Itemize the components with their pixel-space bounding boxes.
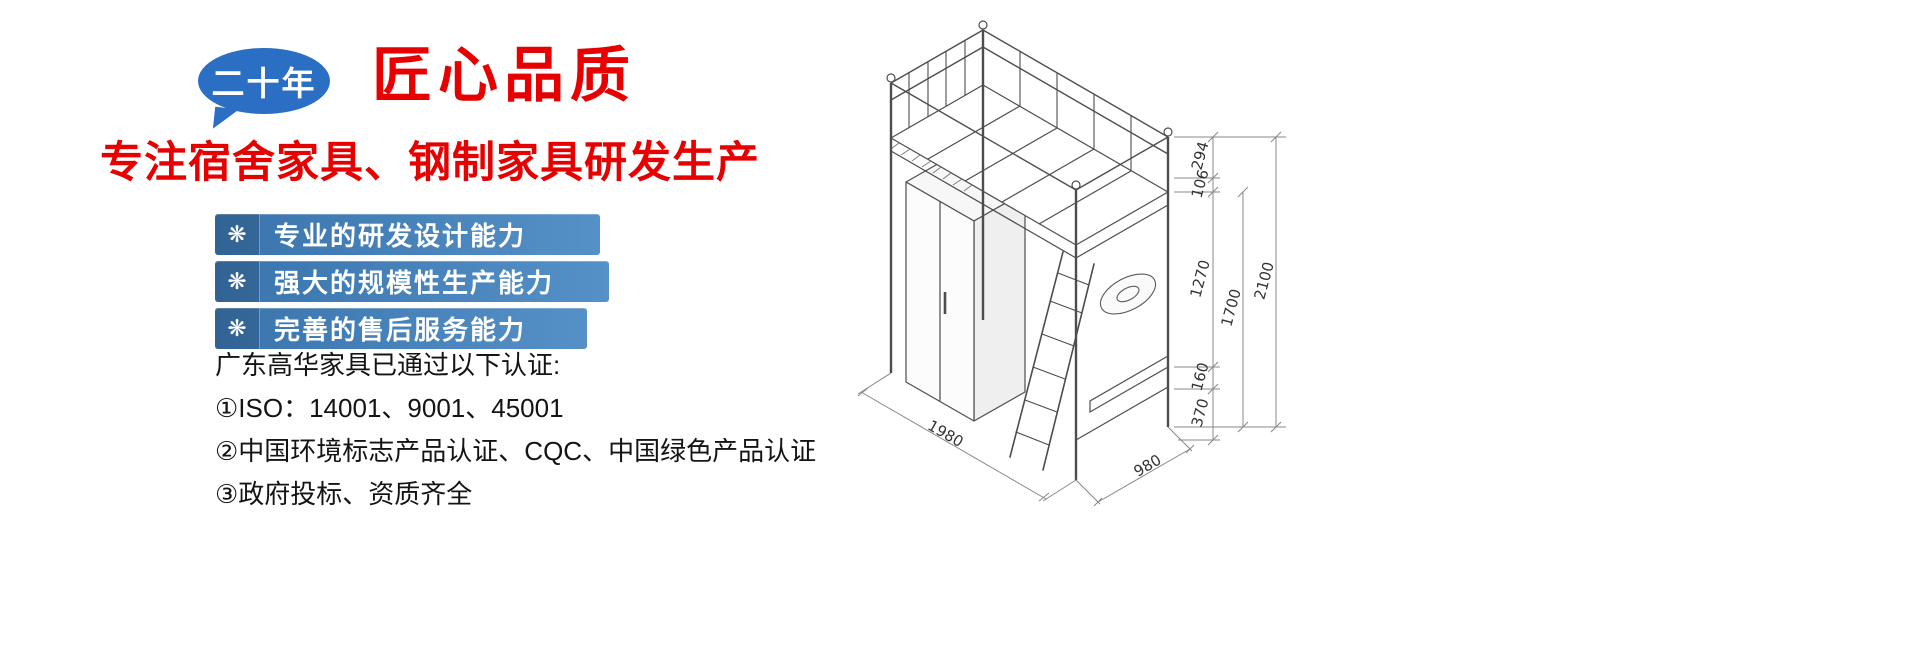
cert-line-iso: ①ISO：14001、9001、45001 xyxy=(215,393,564,423)
headline: 匠心品质 xyxy=(372,42,636,109)
dim-106: 106 xyxy=(1188,168,1213,200)
feature-label-aftersales: 完善的售后服务能力 xyxy=(274,315,527,345)
snowflake-icon: ❋ xyxy=(215,214,260,255)
dimension-lines-vertical xyxy=(1174,131,1286,446)
bed-technical-drawing: 294 106 1270 160 370 1700 2100 1980 980 xyxy=(857,20,1286,507)
snowflake-icon: ❋ xyxy=(215,261,260,302)
dimension-lines-base xyxy=(857,372,1195,507)
dim-370: 370 xyxy=(1188,397,1213,429)
cert-line-env: ②中国环境标志产品认证、CQC、中国绿色产品认证 xyxy=(215,436,817,466)
subheadline: 专注宿舍家具、钢制家具研发生产 xyxy=(100,139,760,187)
dim-980: 980 xyxy=(1131,451,1165,481)
dim-1980: 1980 xyxy=(924,416,966,451)
feature-label-production: 强大的规模性生产能力 xyxy=(274,268,555,298)
feature-bar-production: ❋ 强大的规模性生产能力 xyxy=(215,261,609,302)
cert-line-gov: ③政府投标、资质齐全 xyxy=(215,479,473,509)
rolled-mattress xyxy=(1099,273,1157,315)
feature-bar-rd: ❋ 专业的研发设计能力 xyxy=(215,214,600,255)
feature-list: ❋ 专业的研发设计能力 ❋ 强大的规模性生产能力 ❋ 完善的售后服务能力 xyxy=(215,214,609,349)
dim-294: 294 xyxy=(1188,140,1213,172)
ladder xyxy=(1009,251,1095,471)
years-badge-label: 二十年 xyxy=(211,65,317,102)
feature-bar-aftersales: ❋ 完善的售后服务能力 xyxy=(215,308,587,349)
dimension-labels-base: 1980 980 xyxy=(924,416,1164,480)
feature-label-rd: 专业的研发设计能力 xyxy=(274,221,527,251)
dim-160: 160 xyxy=(1188,361,1213,393)
bed-diagram-container: 294 106 1270 160 370 1700 2100 1980 980 xyxy=(828,2,1368,514)
side-shelf xyxy=(1075,354,1169,441)
dim-1700: 1700 xyxy=(1218,287,1245,329)
dim-2100: 2100 xyxy=(1251,260,1278,302)
bed-posts xyxy=(886,20,1173,480)
certifications-block: 广东高华家具已通过以下认证: ①ISO：14001、9001、45001 ②中国… xyxy=(215,348,816,520)
years-badge-bubble: 二十年 xyxy=(198,48,330,114)
dim-1270: 1270 xyxy=(1187,258,1214,300)
wardrobe xyxy=(905,152,1026,422)
cert-intro: 广东高华家具已通过以下认证: xyxy=(215,350,561,380)
mesh-panel xyxy=(890,142,973,192)
dimension-labels-vertical: 294 106 1270 160 370 1700 2100 xyxy=(1187,140,1278,429)
guard-rails xyxy=(890,29,1169,191)
snowflake-icon: ❋ xyxy=(215,308,260,349)
